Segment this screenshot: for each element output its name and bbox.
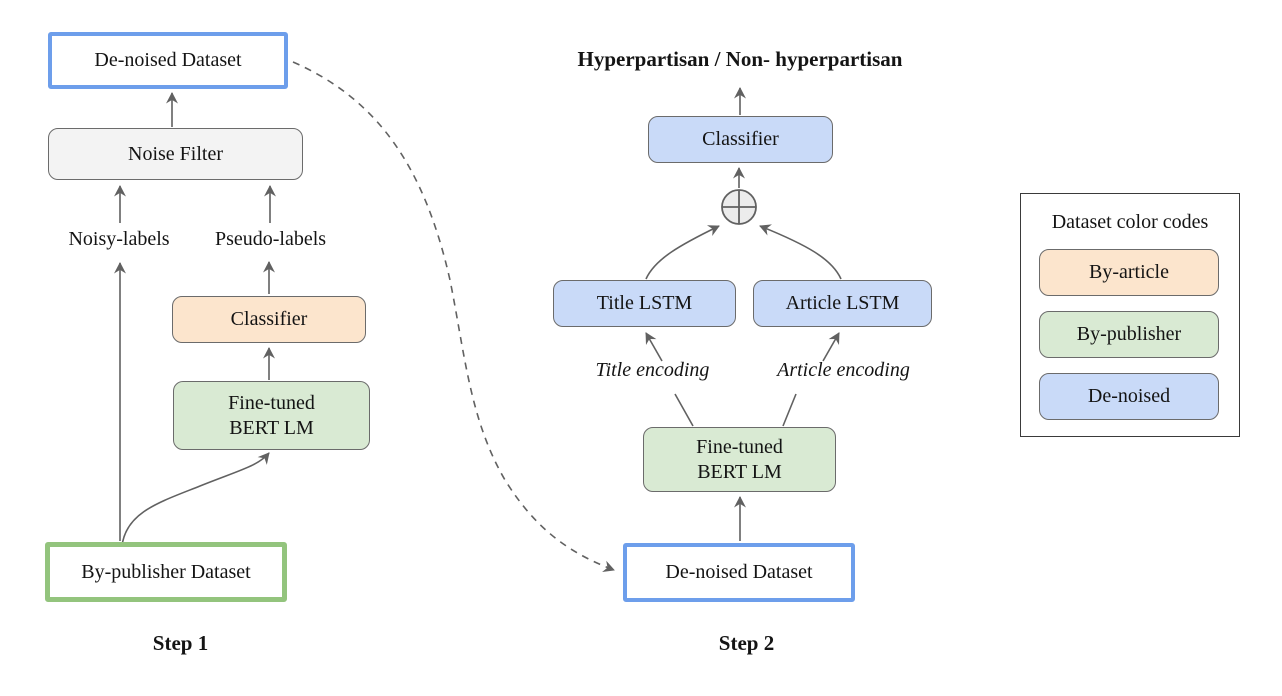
line-bert2-to-articleencoding bbox=[782, 393, 797, 427]
classifier1-label: Classifier bbox=[230, 308, 308, 330]
curve-articlelstm-to-concat bbox=[759, 224, 842, 280]
output-classes-text: Hyperpartisan / Non- hyperpartisan bbox=[577, 47, 903, 71]
by-publisher-dataset-box: By-publisher Dataset bbox=[45, 542, 287, 602]
classifier-box-step2: Classifier bbox=[648, 116, 833, 163]
legend-item-de-noised: De-noised bbox=[1039, 373, 1219, 420]
legend-box: Dataset color codes By-article By-publis… bbox=[1020, 193, 1240, 437]
bert-box-step2: Fine-tuned BERT LM bbox=[643, 427, 836, 492]
arrow-articleencoding-to-articlelstm bbox=[822, 332, 840, 362]
bert1-label: Fine-tuned BERT LM bbox=[228, 391, 315, 439]
step1-caption: Step 1 bbox=[152, 631, 209, 655]
step2-caption: Step 2 bbox=[718, 631, 775, 655]
curve-titlelstm-to-concat bbox=[645, 225, 720, 280]
noisy-labels-text: Noisy-labels bbox=[68, 228, 170, 250]
arrow-titleencoding-to-titlelstm bbox=[645, 332, 663, 362]
title-encoding-text: Title encoding bbox=[595, 359, 710, 381]
legend-item-by-article: By-article bbox=[1039, 249, 1219, 296]
legend-item-by-publisher: By-publisher bbox=[1039, 311, 1219, 358]
denoised-dataset2-label: De-noised Dataset bbox=[665, 561, 813, 583]
concat-plus-icon bbox=[721, 189, 757, 225]
article-lstm-label: Article LSTM bbox=[785, 292, 900, 314]
title-lstm-box: Title LSTM bbox=[553, 280, 736, 327]
noise-filter-box: Noise Filter bbox=[48, 128, 303, 180]
article-lstm-box: Article LSTM bbox=[753, 280, 932, 327]
line-bert2-to-titleencoding bbox=[674, 393, 694, 427]
denoised-dataset-label: De-noised Dataset bbox=[94, 49, 242, 71]
curve-bypublisher-to-bert1 bbox=[121, 452, 270, 547]
classifier2-label: Classifier bbox=[702, 128, 779, 150]
article-encoding-text: Article encoding bbox=[777, 359, 910, 381]
classifier-box-step1: Classifier bbox=[172, 296, 366, 343]
bert2-label: Fine-tuned BERT LM bbox=[696, 435, 783, 483]
noise-filter-label: Noise Filter bbox=[128, 142, 223, 165]
denoised-dataset-box-step2: De-noised Dataset bbox=[623, 543, 855, 602]
pseudo-labels-text: Pseudo-labels bbox=[214, 228, 327, 250]
dashed-arrow-denoised1-to-denoised2 bbox=[292, 61, 615, 572]
bert-box-step1: Fine-tuned BERT LM bbox=[173, 381, 370, 450]
denoised-dataset-box-step1: De-noised Dataset bbox=[48, 32, 288, 89]
title-lstm-label: Title LSTM bbox=[596, 292, 693, 314]
legend-title: Dataset color codes bbox=[1051, 211, 1209, 233]
by-publisher-label: By-publisher Dataset bbox=[81, 560, 251, 583]
